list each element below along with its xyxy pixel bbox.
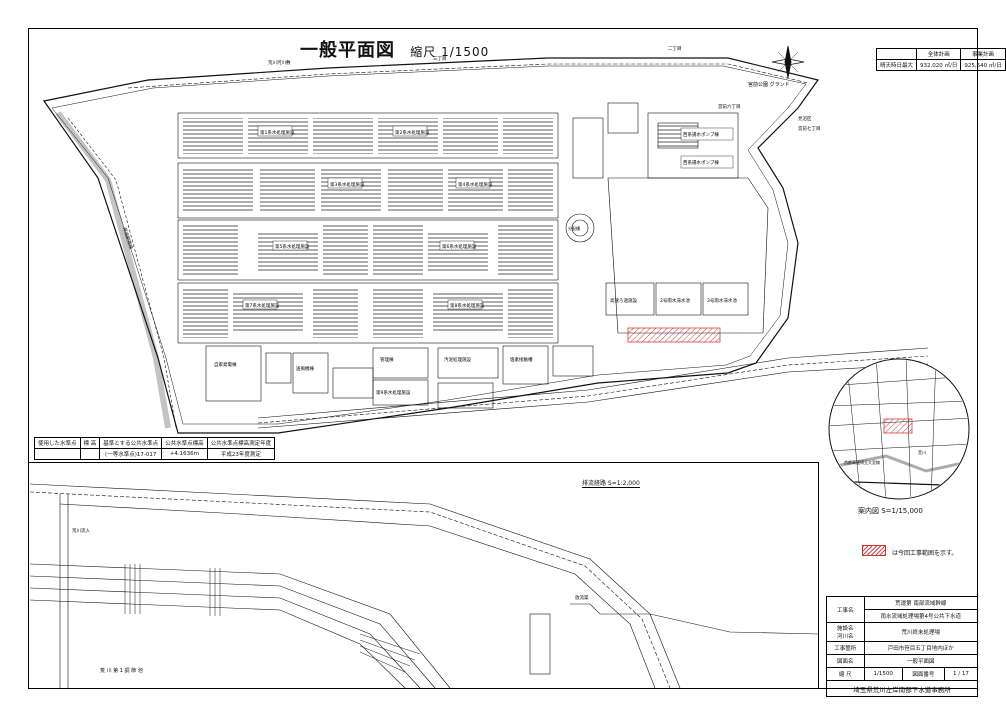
label-waterF: 第5系水処理施設 <box>275 243 310 250</box>
label-right-b: 宮前七丁目 <box>798 125 821 132</box>
label-waterB: 第1系水処理施設 <box>260 129 295 136</box>
label-pump2: 西系揚水ポンプ棟 <box>683 159 719 166</box>
tb-project-label: 工事名 <box>826 596 865 623</box>
capacity-table: 全体計画 事業計画 晴天時日最大 932,020 ㎥/日 925,640 ㎥/日 <box>875 48 1006 71</box>
label-pump1: 西系揚水ポンプ棟 <box>683 131 719 138</box>
right-panel-divider <box>818 462 819 689</box>
treatment-blocks <box>177 112 559 344</box>
location-map: 首都高速埼玉大宮線 荒川 <box>828 358 970 500</box>
site-boundary-inner <box>51 65 807 425</box>
label-blower: 送風機棟 <box>296 365 314 372</box>
label-tankA: 高速ろ過施設 <box>610 297 637 304</box>
title-block: 工事名 荒運第 南部流域幹線 雨水流域処理場第4号公共下水道 施設名河川名 荒川… <box>826 596 979 697</box>
label-right-a: 見沼区 <box>798 115 812 122</box>
drawing-frame <box>28 28 978 689</box>
tb-place-label: 工事箇所 <box>826 641 865 655</box>
label-waterD: 第3系水処理施設 <box>330 181 365 188</box>
tb-scale-label: 縮 尺 <box>826 667 865 681</box>
lower-plan-label: 排流経路 S=1:2,000 <box>582 480 640 488</box>
tank-row-2 <box>183 168 553 213</box>
south-buildings <box>205 345 594 409</box>
site-plan: 第1系水処理施設 第2系水処理施設 第3系水処理施設 第4系水処理施設 第5系水… <box>42 45 929 434</box>
inset-place-label: 荒川 <box>918 449 926 455</box>
tb-project-line1: 荒運第 南部流域幹線 <box>863 596 979 610</box>
section-divider <box>28 462 818 463</box>
inset-road-label: 首都高速埼玉大宮線 <box>844 459 880 465</box>
benchmark-table: 使用した水準点 標 高 基準とする公共水準点 公共水準点標高 公共水準点標高測定… <box>34 437 276 460</box>
label-sludge: 汚泥処理施設 <box>444 356 471 363</box>
cap-full-value: 932,020 ㎥/日 <box>916 59 962 71</box>
lower-pump-label: 放流渠 <box>575 594 589 601</box>
bench-c3: +4.1636m <box>161 448 208 460</box>
top-road <box>127 63 809 89</box>
tank-row-4 <box>183 288 553 338</box>
tb-drawing-label: 図面名 <box>826 654 865 668</box>
label-top-street-b: 三丁目 <box>433 56 447 62</box>
label-waterG: 第6系水処理施設 <box>442 243 477 250</box>
left-road <box>55 111 171 429</box>
work-area-legend-swatch <box>862 545 886 556</box>
label-top-right-street: 宮前六丁目 <box>718 103 741 110</box>
cap-header-full: 全体計画 <box>916 48 962 60</box>
lower-left-label: 荒川流入 <box>72 527 90 534</box>
lower-river-label: 荒 川 第 1 調 節 池 <box>100 667 143 674</box>
label-top-street-c: 二丁目 <box>668 46 682 52</box>
work-area-hatch <box>627 327 721 343</box>
bench-c0 <box>34 448 81 460</box>
tb-project-line2: 雨水流域処理場第4号公共下水道 <box>863 609 979 623</box>
tb-scale-value: 1/1500 <box>863 667 903 681</box>
tb-drawing-value: 一般平面図 <box>863 654 979 668</box>
bench-h1: 標 高 <box>79 437 101 449</box>
tank-labels <box>242 125 491 310</box>
south-road <box>257 347 929 419</box>
drawing-title: 一般平面図 縮尺 1/1500 <box>300 36 489 62</box>
north-arrow-icon <box>771 45 805 79</box>
title-scale: 縮尺 1/1500 <box>410 45 490 59</box>
tank-row-3 <box>183 225 553 275</box>
label-waterC: 第2系水処理施設 <box>395 129 430 136</box>
bench-h3: 公共水準点標高 <box>161 437 208 449</box>
discharge-route-plan: 荒 川 第 1 調 節 池 荒川流入 放流渠 <box>29 483 819 689</box>
inset-caption: 案内図 S=1/15,000 <box>858 507 923 515</box>
tb-office: 埼玉県荒川左岸南部下水道事務所 <box>826 680 978 697</box>
label-waterJ: 第9系水処理施設 <box>376 389 411 396</box>
site-boundary <box>42 57 820 434</box>
title-main: 一般平面図 <box>300 40 395 61</box>
bench-c1 <box>79 448 101 460</box>
bench-c2: (一等水準点)17-017 <box>99 448 163 460</box>
label-chlor: 塩素接触槽 <box>510 356 533 363</box>
label-park: 宮前公園 グランド <box>748 81 790 88</box>
tank-row-1 <box>183 118 553 154</box>
label-waterE: 第4系水処理施設 <box>458 181 493 188</box>
label-circle: 分配槽 <box>568 225 580 231</box>
tb-site-value: 荒川終末処理場 <box>863 622 979 642</box>
bench-h0: 使用した水準点 <box>34 437 81 449</box>
cap-row-label: 晴天時日最大 <box>875 59 918 71</box>
tb-site-label: 施設名河川名 <box>826 622 865 642</box>
label-tankC: 3号雨水滞水池 <box>707 297 737 304</box>
label-admin: 管理棟 <box>380 356 394 363</box>
label-top-street-a: 荒川河川敷 <box>268 59 291 66</box>
tb-place-value: 戸田市笹目五丁目地内ほか <box>863 641 979 655</box>
work-area-legend-text: は今回工事範囲を示す。 <box>892 550 958 557</box>
label-power: 自家発電棟 <box>214 361 237 368</box>
tb-number-label: 図面番号 <box>901 667 945 681</box>
bench-h4: 公共水準点標高測定年度 <box>206 437 276 449</box>
label-waterH: 第7系水処理施設 <box>245 302 280 309</box>
cap-header-blank <box>875 48 918 60</box>
label-tankB: 2号雨水滞水池 <box>660 297 690 304</box>
cap-business-value: 925,640 ㎥/日 <box>960 59 1006 71</box>
tb-number-value: 1 / 17 <box>943 667 979 681</box>
bench-c4: 平成23年度測定 <box>206 448 276 460</box>
bench-h2: 基準とする公共水準点 <box>99 437 163 449</box>
label-waterI: 第8系水処理施設 <box>450 302 485 309</box>
cap-header-business: 事業計画 <box>960 48 1006 60</box>
